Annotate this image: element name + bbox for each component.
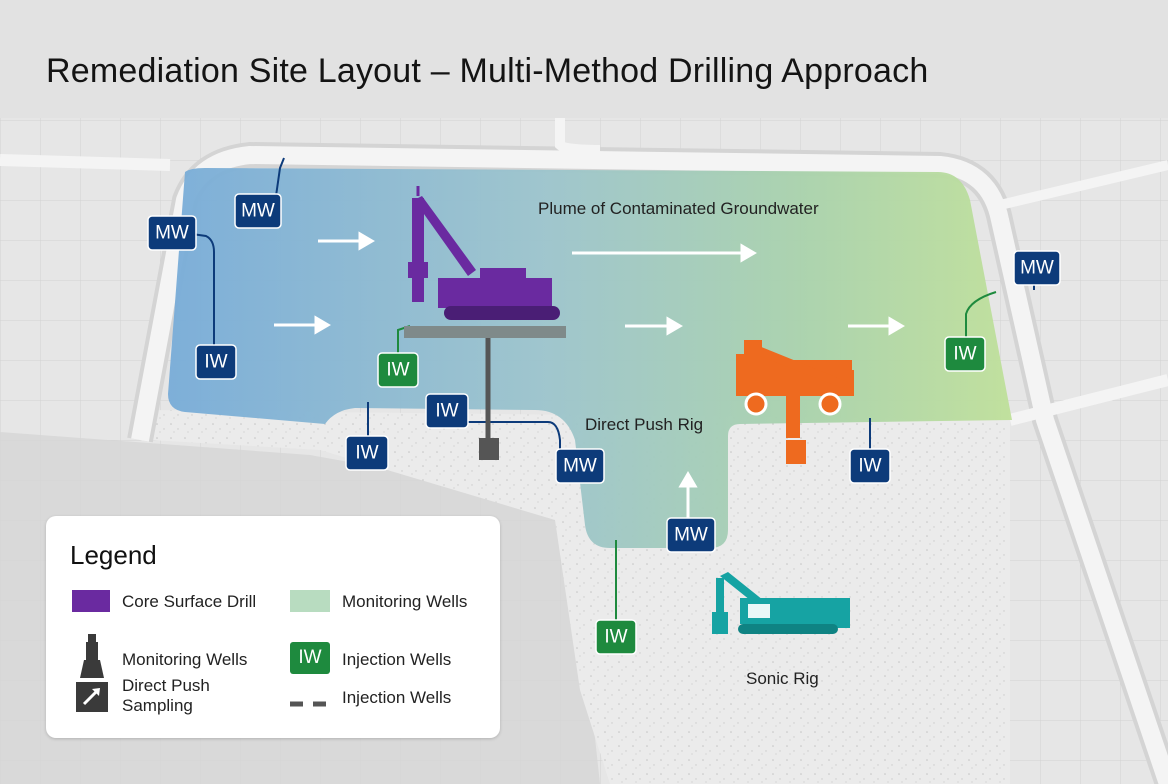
legend-injection-wells: Injection Wells	[342, 650, 452, 669]
direct-push-rig-label: Direct Push Rig	[585, 415, 703, 434]
monitoring-wells-swatch	[290, 590, 330, 612]
iw-tag-2[interactable]: IW	[345, 435, 389, 471]
core-drill-icon	[408, 196, 560, 320]
mw-tag-2[interactable]: MW	[147, 215, 197, 251]
legend-core-surface-drill: Core Surface Drill	[122, 592, 257, 611]
svg-text:IW: IW	[435, 401, 458, 422]
svg-text:IW: IW	[953, 344, 976, 365]
core-surface-drill-rig	[404, 186, 566, 460]
svg-text:MW: MW	[674, 525, 708, 546]
well-tags: MW MW MW MW MW IW	[147, 193, 1061, 655]
svg-text:MW: MW	[241, 201, 275, 222]
svg-text:IW: IW	[355, 443, 378, 464]
sonic-rig-icon	[712, 572, 850, 634]
svg-text:IW: IW	[204, 352, 227, 373]
mw-tag-3[interactable]: MW	[1013, 250, 1061, 286]
contamination-plume	[168, 168, 1012, 548]
flow-arrows	[274, 231, 905, 520]
west-road	[0, 154, 171, 171]
east-road	[1008, 374, 1168, 426]
core-drill-swatch	[72, 590, 110, 612]
iw-tag-5[interactable]: IW	[377, 352, 419, 388]
core-drill-platform	[404, 326, 566, 338]
legend-panel: Legend Core Surface Drill Monitoring Wel…	[46, 516, 500, 738]
mw-tag-5[interactable]: MW	[666, 517, 716, 553]
iw-tag-1[interactable]: IW	[195, 344, 237, 380]
legend-title: Legend	[70, 540, 157, 570]
iw-tag-3[interactable]: IW	[425, 393, 469, 429]
iw-tag-7[interactable]: IW	[595, 619, 637, 655]
direct-push-sampling-icon	[74, 632, 110, 712]
page-title: Remediation Site Layout – Multi-Method D…	[46, 52, 929, 90]
legend-monitoring-wells-icon: Monitoring Wells	[122, 650, 248, 669]
svg-text:IW: IW	[604, 627, 627, 648]
svg-text:MW: MW	[563, 456, 597, 477]
well-leader-lines	[191, 157, 1035, 456]
dashed-line-swatch	[290, 694, 330, 707]
header-band: Remediation Site Layout – Multi-Method D…	[0, 0, 1168, 118]
iw-tag-6[interactable]: IW	[944, 336, 986, 372]
sonic-rig-label: Sonic Rig	[746, 669, 819, 688]
mw-tag-4[interactable]: MW	[555, 448, 605, 484]
svg-text:MW: MW	[155, 223, 189, 244]
svg-text:MW: MW	[1020, 258, 1054, 279]
mw-tag-1[interactable]: MW	[234, 193, 282, 229]
legend-direct-push-sampling: Direct Push Sampling	[122, 676, 210, 715]
legend-iw-tag: IW	[290, 642, 330, 674]
legend-injection-wells-dashed: Injection Wells	[342, 688, 452, 707]
svg-text:IW: IW	[858, 456, 881, 477]
plume-label: Plume of Contaminated Groundwater	[538, 199, 819, 218]
iw-tag-4[interactable]: IW	[849, 448, 891, 484]
direct-push-rig-icon	[736, 340, 854, 464]
legend-monitoring-wells-area: Monitoring Wells	[342, 592, 468, 611]
svg-text:IW: IW	[386, 360, 409, 381]
